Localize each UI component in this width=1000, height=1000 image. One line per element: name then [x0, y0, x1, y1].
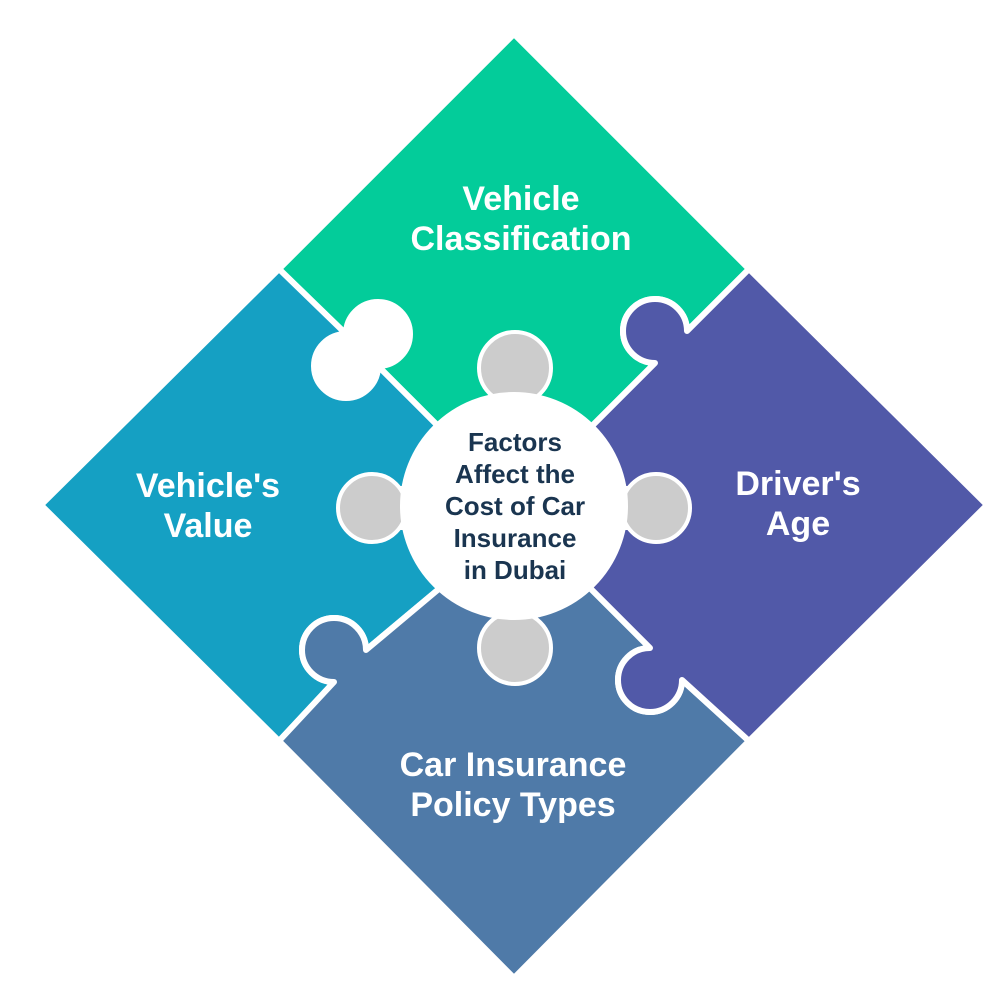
label-line: Vehicle's: [135, 467, 281, 505]
connector-left-knob: [336, 472, 408, 544]
label-line: Classification: [410, 220, 632, 258]
piece-right-shape: [587, 266, 990, 744]
center-title-line: Factors: [468, 427, 562, 457]
label-line: Vehicle: [462, 180, 580, 218]
center-title-line: Insurance: [453, 523, 577, 553]
label-line: Value: [163, 507, 253, 545]
center-circle: [400, 392, 628, 620]
center-title-line: Cost of Car: [444, 491, 586, 521]
label-drivers-age: Driver's Age: [735, 464, 860, 544]
label-line: Driver's: [735, 465, 861, 503]
center-title-line: in Dubai: [463, 555, 567, 585]
center-title: Factors Affect the Cost of Car Insurance…: [445, 426, 585, 586]
connector-bottom-knob: [477, 610, 553, 686]
label-vehicle-value: Vehicle's Value: [136, 466, 280, 546]
label-line: Policy Types: [410, 786, 616, 824]
center-title-line: Affect the: [455, 459, 575, 489]
label-line: Age: [765, 505, 831, 543]
label-vehicle-classification: Vehicle Classification: [410, 179, 631, 259]
label-line: Car Insurance: [399, 746, 627, 784]
label-policy-types: Car Insurance Policy Types: [400, 745, 627, 825]
connector-right-knob: [620, 472, 692, 544]
